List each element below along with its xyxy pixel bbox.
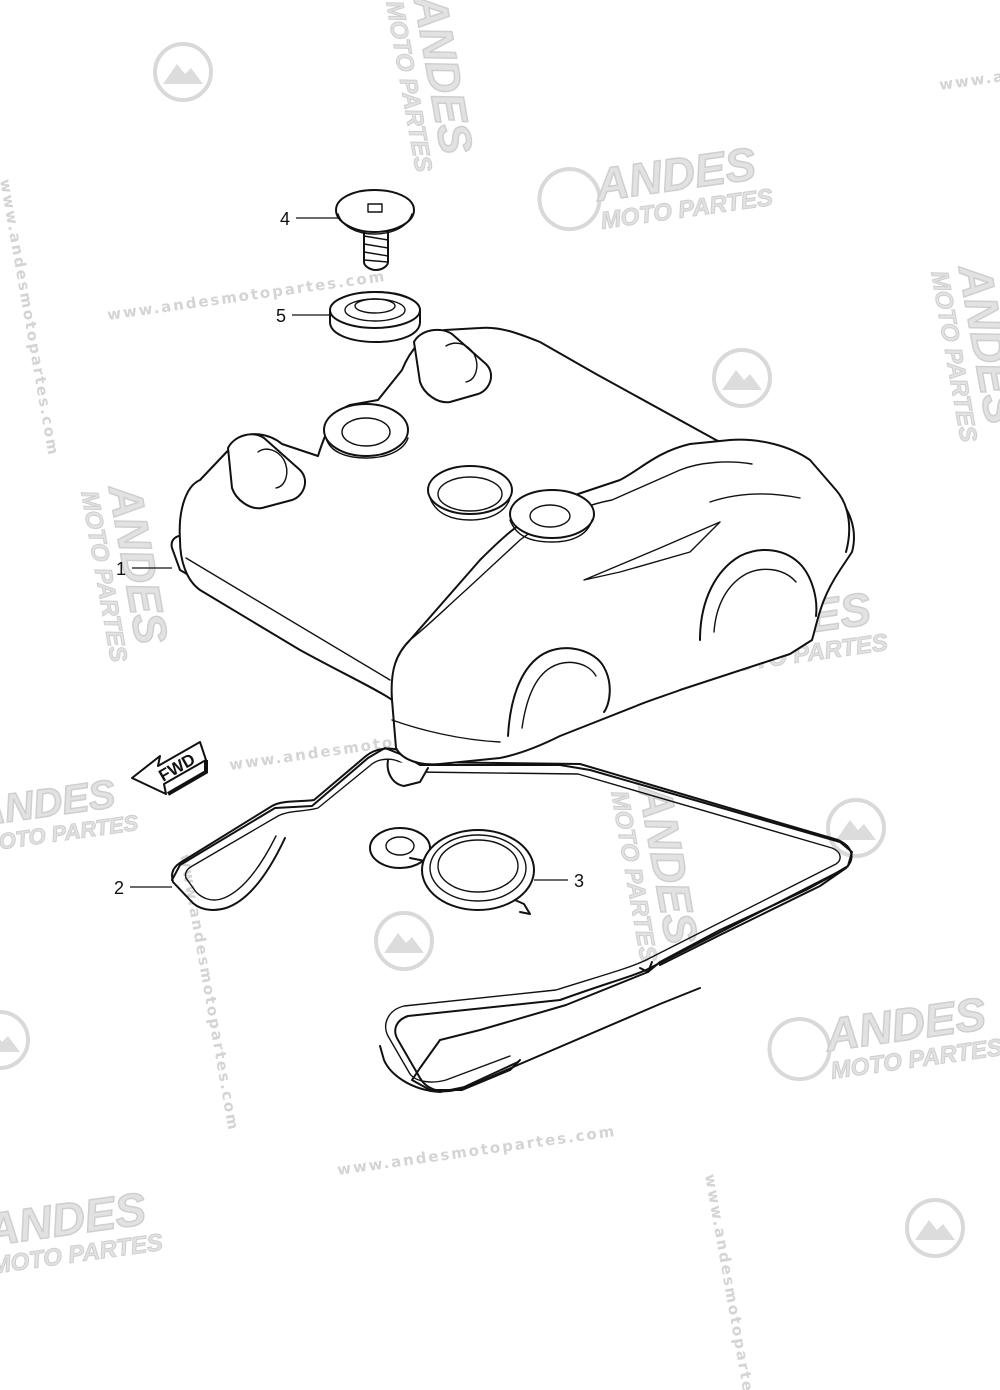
plug-hole-gasket-part — [369, 827, 535, 915]
callout-number: 4 — [280, 209, 290, 229]
watermark-brand: ANDES MOTO PARTES — [767, 986, 1000, 1085]
watermark-url: www.andesmotopartes.com — [336, 1122, 617, 1179]
fwd-direction-arrow: FWD — [131, 741, 208, 796]
callout-2: 2 — [114, 878, 172, 898]
watermark-brand: ANDES MOTO PARTES — [380, 0, 484, 175]
cylinder-head-cover-part — [170, 326, 855, 787]
watermark-logo-icon — [826, 798, 886, 858]
callout-number: 1 — [116, 559, 126, 579]
watermark-logo-icon — [374, 911, 434, 971]
callout-4: 4 — [280, 209, 338, 229]
watermark-url: www.andesmotopartes.com — [0, 178, 63, 458]
watermark-brand: ANDES MOTO PARTES — [0, 771, 141, 857]
callout-1: 1 — [116, 559, 172, 579]
cover-gasket-part — [171, 747, 853, 1093]
watermark-logo-icon — [153, 42, 213, 102]
watermark-brand: ANDES MOTO PARTES — [925, 259, 1000, 445]
watermark-url: www.andesmotopartes.com — [701, 1173, 768, 1390]
watermark-logo-icon — [0, 1010, 30, 1070]
callout-5: 5 — [276, 306, 332, 326]
callout-number: 2 — [114, 878, 124, 898]
cover-bolt-part — [335, 189, 415, 271]
watermark-brand: ANDES MOTO PARTES — [75, 479, 179, 665]
callout-3: 3 — [534, 871, 584, 891]
watermark-logo-icon — [905, 1198, 965, 1258]
watermark-brand: ANDES MOTO PARTES — [0, 1181, 165, 1280]
bolt-seal-washer-part — [329, 291, 421, 343]
watermark-brand: ANDES MOTO PARTES — [605, 779, 709, 965]
callout-number: 5 — [276, 306, 286, 326]
watermark-logo-icon — [712, 348, 772, 408]
callout-number: 3 — [574, 871, 584, 891]
watermark-brand: ANDES MOTO PARTES — [537, 136, 775, 235]
watermark-url: www.andesmotopartes.com — [938, 37, 1000, 94]
